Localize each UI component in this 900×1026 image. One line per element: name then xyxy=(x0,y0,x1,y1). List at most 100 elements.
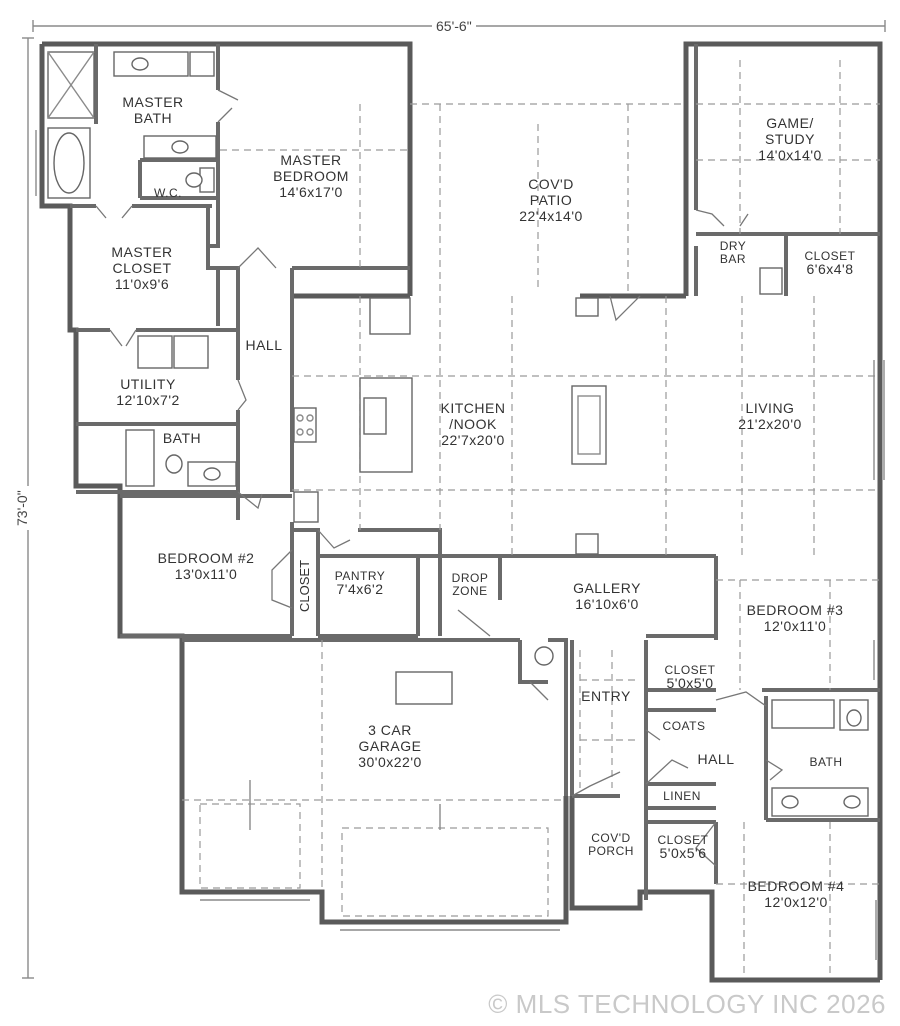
room-label-linen: LINEN xyxy=(663,790,701,803)
room-name: BATH xyxy=(162,430,202,446)
room-dimension: 11'0x9'6 xyxy=(114,276,170,292)
room-label-hall-top: HALL xyxy=(245,337,282,353)
room-name: MASTER xyxy=(122,94,184,110)
room-name: BATH xyxy=(133,110,173,126)
room-name: COV'D xyxy=(528,176,574,192)
windows xyxy=(35,130,885,960)
room-dimension: 22'7x20'0 xyxy=(441,432,505,448)
room-name: CLOSET xyxy=(804,249,856,263)
interior-walls xyxy=(70,44,880,900)
room-name: DROP xyxy=(451,571,489,585)
room-name: LIVING xyxy=(745,400,795,416)
room-name: COATS xyxy=(662,719,706,733)
dashed-lines xyxy=(182,60,880,976)
bathtub xyxy=(125,429,155,487)
room-name: GARAGE xyxy=(358,738,422,754)
room-name: STUDY xyxy=(765,131,815,147)
room-dimension: 7'4x6'2 xyxy=(336,581,384,597)
washer xyxy=(137,335,173,369)
room-dimension: 14'0x14'0 xyxy=(758,147,822,163)
room-name: W.C. xyxy=(154,186,182,200)
room-name: GALLERY xyxy=(573,580,641,596)
room-dimension: 12'10x7'2 xyxy=(116,392,180,408)
room-dimension: 12'0x12'0 xyxy=(764,894,828,910)
room-label-bath-right: BATH xyxy=(809,756,842,769)
room-dimension: 5'0x5'6 xyxy=(659,845,707,861)
room-name: COV'D xyxy=(591,831,631,845)
room-name: BAR xyxy=(719,252,747,266)
room-name: HALL xyxy=(245,337,283,353)
room-name: PATIO xyxy=(529,192,573,208)
room-name: PANTRY xyxy=(334,569,386,583)
room-label-coats: COATS xyxy=(663,720,706,733)
fridge xyxy=(293,491,319,523)
copyright-watermark: © MLS TECHNOLOGY INC 2026 xyxy=(488,989,886,1019)
range xyxy=(293,407,317,443)
room-label-bath-top: BATH xyxy=(163,430,201,446)
room-dimension: 13'0x11'0 xyxy=(174,566,238,582)
room-name: BEDROOM #4 xyxy=(747,878,845,894)
room-name: BEDROOM #3 xyxy=(746,602,844,618)
dryer xyxy=(173,335,209,369)
room-name: MASTER xyxy=(111,244,173,260)
room-dimension: 30'0x22'0 xyxy=(358,754,422,770)
room-dimension: 21'2x20'0 xyxy=(738,416,802,432)
doors xyxy=(95,89,784,867)
fixtures xyxy=(47,51,869,830)
fireplace xyxy=(571,385,607,465)
depth-dimension: 73'-0" xyxy=(14,486,30,530)
room-name: /NOOK xyxy=(449,416,497,432)
room-dimension: 5'0x5'0 xyxy=(666,675,714,691)
room-name: CLOSET xyxy=(112,260,172,276)
room-dimension: 16'10x6'0 xyxy=(575,596,639,612)
room-name: ENTRY xyxy=(581,688,631,704)
room-name: HALL xyxy=(697,751,735,767)
room-name: ZONE xyxy=(452,584,488,598)
room-name: GAME/ xyxy=(766,115,814,131)
room-name: CLOSET xyxy=(664,663,716,677)
room-name: DRY xyxy=(719,239,747,253)
dimension-lines xyxy=(22,20,886,979)
room-dimension: 22'4x14'0 xyxy=(519,208,583,224)
exterior-walls xyxy=(39,41,883,983)
width-dimension: 65'-6" xyxy=(432,18,476,34)
room-name: LINEN xyxy=(663,789,701,803)
room-name: CLOSET xyxy=(657,833,709,847)
room-label-entry: ENTRY xyxy=(581,688,631,704)
room-dimension: 6'6x4'8 xyxy=(806,261,854,277)
room-name: KITCHEN xyxy=(440,400,506,416)
room-name: BEDROOM #2 xyxy=(157,550,255,566)
room-label-hall-right: HALL xyxy=(697,751,734,767)
room-label-closet-bed2: CLOSET xyxy=(297,559,312,612)
bathtub xyxy=(771,699,835,729)
room-name: MASTER xyxy=(280,152,342,168)
water-heater xyxy=(534,646,554,666)
room-name: PORCH xyxy=(588,844,634,858)
room-name: BEDROOM xyxy=(273,168,349,184)
room-dimension: 14'6x17'0 xyxy=(279,184,343,200)
room-name: BATH xyxy=(809,755,843,769)
room-name: UTILITY xyxy=(120,376,176,392)
room-label-wc: W.C. xyxy=(154,187,182,200)
room-name: 3 CAR xyxy=(368,722,412,738)
